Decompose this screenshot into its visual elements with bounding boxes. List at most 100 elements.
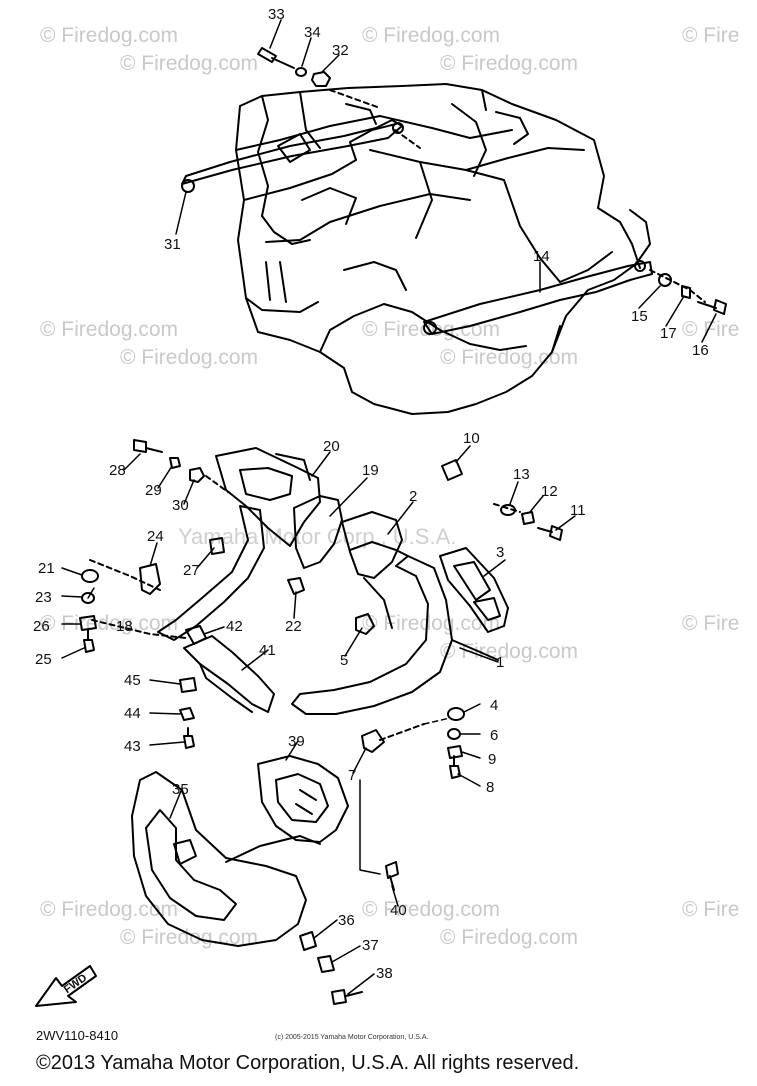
diagram-code: 2WV110-8410	[36, 1028, 119, 1043]
callout-37: 37	[362, 937, 379, 954]
bolt-33	[257, 47, 295, 69]
collar-23	[81, 592, 95, 604]
watermark: © Firedog.com	[440, 52, 579, 75]
callout-32: 32	[332, 42, 349, 59]
callout-6: 6	[490, 727, 499, 744]
collar-5	[355, 613, 375, 635]
callout-2: 2	[409, 488, 418, 505]
callout-9: 9	[488, 751, 497, 768]
callout-34: 34	[304, 24, 321, 41]
nut-32	[311, 71, 331, 87]
callout-31: 31	[164, 236, 181, 253]
damper-4	[447, 707, 465, 721]
watermark: © Firedog.com	[40, 898, 179, 921]
nut-22	[287, 577, 305, 595]
watermark: © Fire	[682, 898, 740, 921]
callout-4: 4	[490, 697, 499, 714]
callout-44: 44	[124, 705, 141, 722]
bracket-19	[293, 495, 343, 569]
callout-12: 12	[541, 483, 558, 500]
stay-14	[423, 260, 653, 335]
washer-26	[79, 615, 97, 631]
bolt-16	[697, 299, 727, 315]
callout-30: 30	[172, 497, 189, 514]
callout-39: 39	[288, 733, 305, 750]
collar-6	[447, 728, 461, 740]
callout-19: 19	[362, 462, 379, 479]
callout-38: 38	[376, 965, 393, 982]
fwd-arrow	[35, 965, 97, 1007]
bolt-8	[449, 755, 461, 779]
callout-10: 10	[463, 430, 480, 447]
callout-18: 18	[116, 618, 133, 635]
callout-36: 36	[338, 912, 355, 929]
callout-11: 11	[570, 502, 586, 519]
callout-14: 14	[533, 248, 550, 265]
skid-plate-35	[131, 771, 321, 947]
watermark: © Firedog.com	[440, 926, 579, 949]
bracket-2	[341, 511, 403, 579]
callout-43: 43	[124, 738, 141, 755]
watermark: © Fire	[682, 612, 740, 635]
plate-3	[439, 547, 509, 633]
callout-21: 21	[38, 560, 55, 577]
washer-34	[295, 67, 307, 77]
washer-44	[179, 707, 195, 721]
frame-drawing	[235, 83, 651, 415]
watermark: © Firedog.com	[120, 346, 259, 369]
nut-10	[441, 459, 463, 481]
callout-15: 15	[631, 308, 648, 325]
callout-40: 40	[390, 902, 407, 919]
collar-15	[658, 273, 672, 287]
callout-7: 7	[348, 767, 357, 784]
bumper-1	[291, 541, 499, 715]
nut-36	[299, 931, 317, 951]
washer-29	[169, 457, 181, 469]
bolt-25	[83, 629, 95, 653]
callout-33: 33	[268, 6, 285, 23]
callout-23: 23	[35, 589, 52, 606]
watermark: © Firedog.com	[362, 318, 501, 341]
callout-17: 17	[660, 325, 677, 342]
callout-16: 16	[692, 342, 709, 359]
clamp-41	[183, 635, 275, 713]
collar-27	[209, 537, 225, 555]
callout-5: 5	[340, 652, 349, 669]
callout-13: 13	[513, 466, 530, 483]
watermark: © Firedog.com	[440, 640, 579, 663]
cover-20	[215, 447, 321, 547]
bolt-43	[183, 727, 195, 749]
callout-8: 8	[486, 779, 495, 796]
watermark: © Firedog.com	[362, 898, 501, 921]
callout-3: 3	[496, 544, 505, 561]
watermark: © Firedog.com	[40, 24, 179, 47]
watermark: © Firedog.com	[120, 52, 259, 75]
collar-37	[317, 955, 335, 973]
brand-watermark: Yamaha Motor Corp., U.S.A.	[178, 524, 457, 549]
callout-24: 24	[147, 528, 164, 545]
callout-20: 20	[323, 438, 340, 455]
left-guard	[157, 505, 265, 641]
nut-30	[189, 467, 205, 483]
nut-45	[179, 677, 197, 693]
callout-42: 42	[226, 618, 243, 635]
washer-9	[447, 745, 463, 759]
washer-17	[681, 285, 691, 299]
watermark: © Firedog.com	[362, 612, 501, 635]
watermark: © Fire	[682, 24, 740, 47]
callout-28: 28	[109, 462, 126, 479]
callout-26: 26	[33, 618, 50, 635]
bolt-28	[133, 439, 163, 453]
washer-12	[521, 511, 535, 525]
copyright-notice: ©2013 Yamaha Motor Corporation, U.S.A. A…	[36, 1052, 580, 1074]
bracket-39	[257, 755, 349, 843]
bolt-38	[331, 989, 363, 1005]
callout-35: 35	[172, 781, 189, 798]
small-copyright: (c) 2005-2015 Yamaha Motor Corporation, …	[275, 1034, 429, 1041]
callout-45: 45	[124, 672, 141, 689]
bolt-40	[385, 861, 399, 891]
watermark: © Fire	[682, 318, 740, 341]
callout-41: 41	[259, 642, 276, 659]
